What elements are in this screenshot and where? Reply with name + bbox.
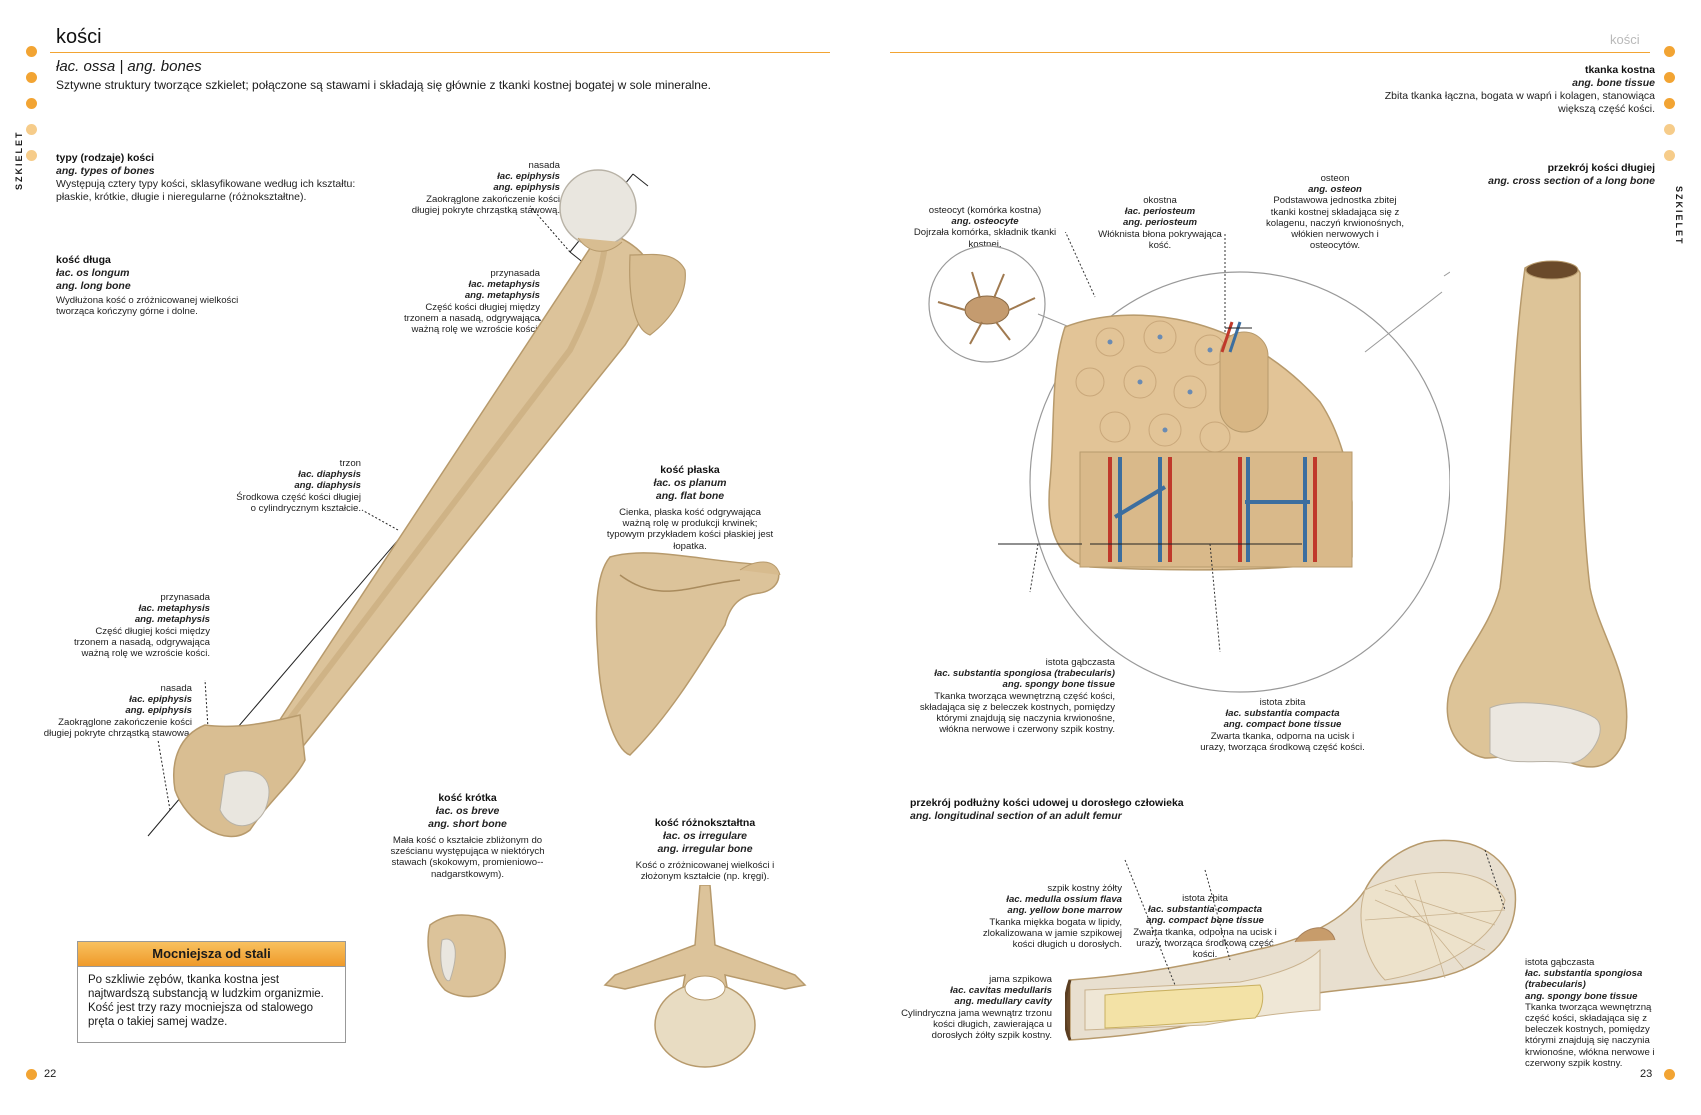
bone-tissue-block: tkanka kostna ang. bone tissue Zbita tka…	[1370, 64, 1655, 116]
nav-dot	[26, 150, 37, 161]
page-number-left: 22	[44, 1068, 57, 1080]
nav-dot	[26, 124, 37, 135]
types-desc: Występują cztery typy kości, sklasyfikow…	[56, 178, 356, 203]
flat-bone-desc: Cienka, płaska kość odgrywająca ważną ro…	[606, 507, 774, 552]
intro-text: Sztywne struktury tworzące szkielet; poł…	[56, 78, 711, 92]
irregular-bone-title: kość różnokształtna	[654, 817, 756, 829]
nav-dot	[26, 98, 37, 109]
page-title-right: kości	[1610, 32, 1640, 47]
types-title: typy (rodzaje) kości	[56, 152, 155, 164]
cross-section-ang: ang. cross section of a long bone	[1488, 175, 1655, 187]
osteocyte-cell	[937, 271, 1036, 345]
femur-section-title: przekrój podłużny kości udowej u dorosłe…	[910, 797, 1184, 809]
femur-section-block: przekrój podłużny kości udowej u dorosłe…	[910, 797, 1330, 823]
info-box: Mocniejsza od stali Po szkliwie zębów, t…	[77, 941, 346, 1043]
page-number-dot	[1664, 1069, 1675, 1080]
long-bone-desc: Wydłużona kość o zróżnicowanej wielkości…	[56, 295, 239, 318]
vertebra-illustration	[603, 885, 807, 1068]
side-tab-right: SZKIELET	[1674, 186, 1684, 246]
page-number-right: 23	[1640, 1068, 1653, 1080]
bone-tissue-title: tkanka kostna	[1584, 64, 1655, 76]
types-ang: ang. types of bones	[56, 165, 155, 177]
page-subtitle: łac. ossa | ang. bones	[56, 58, 202, 75]
short-bone-ang: ang. short bone	[428, 818, 507, 830]
bone-tissue-diagram	[928, 232, 1450, 693]
irregular-bone-lat: łac. os irregulare	[662, 830, 748, 842]
nav-dot	[1664, 72, 1675, 83]
nav-dot	[26, 72, 37, 83]
femur-section-illustration	[1065, 839, 1517, 1041]
nav-dot	[1664, 124, 1675, 135]
nav-dot	[26, 46, 37, 57]
cross-section-block: przekrój kości długiej ang. cross sectio…	[1455, 162, 1655, 188]
flat-bone-title: kość płaska	[660, 464, 720, 476]
long-bone-right	[1446, 260, 1628, 768]
nav-dot	[1664, 150, 1675, 161]
header-rule-right	[890, 52, 1650, 53]
femur-section-ang: ang. longitudinal section of an adult fe…	[910, 810, 1122, 822]
nav-dot	[1664, 46, 1675, 57]
short-bone-desc: Mała kość o kształcie zbliżonym do sześc…	[390, 835, 545, 880]
irregular-bone-block: kość różnokształtna łac. os irregulare a…	[615, 817, 795, 882]
irregular-bone-ang: ang. irregular bone	[657, 843, 753, 855]
flat-bone-block: kość płaska łac. os planum ang. flat bon…	[605, 464, 775, 552]
types-block: typy (rodzaje) kości ang. types of bones…	[56, 152, 376, 204]
flat-bone-lat: łac. os planum	[653, 477, 727, 489]
cross-section-title: przekrój kości długiej	[1547, 162, 1655, 174]
short-bone-block: kość krótka łac. os breve ang. short bon…	[390, 792, 545, 880]
page-number-dot	[26, 1069, 37, 1080]
bone-tissue-desc: Zbita tkanka łączna, bogata w wapń i kol…	[1384, 90, 1655, 115]
page-title: kości	[56, 26, 102, 48]
scapula-illustration	[595, 552, 781, 756]
short-bone-title: kość krótka	[438, 792, 497, 804]
header-rule-left	[50, 52, 830, 53]
irregular-bone-desc: Kość o zróżnicowanej wielkości i złożony…	[635, 860, 775, 883]
long-bone-title: kość długa	[56, 254, 111, 266]
side-tab-left: SZKIELET	[14, 130, 24, 190]
info-box-text: Po szkliwie zębów, tkanka kostna jest na…	[88, 974, 324, 1028]
femur-illustration	[147, 169, 686, 838]
short-bone-illustration	[427, 914, 506, 998]
short-bone-lat: łac. os breve	[435, 805, 500, 817]
info-box-title: Mocniejsza od stali	[78, 942, 345, 967]
flat-bone-ang: ang. flat bone	[655, 490, 725, 502]
bone-tissue-ang: ang. bone tissue	[1572, 77, 1655, 89]
long-bone-block: kość długa łac. os longum ang. long bone…	[56, 254, 246, 317]
long-bone-ang: ang. long bone	[56, 280, 131, 292]
long-bone-lat: łac. os longum	[56, 267, 130, 279]
nav-dot	[1664, 98, 1675, 109]
